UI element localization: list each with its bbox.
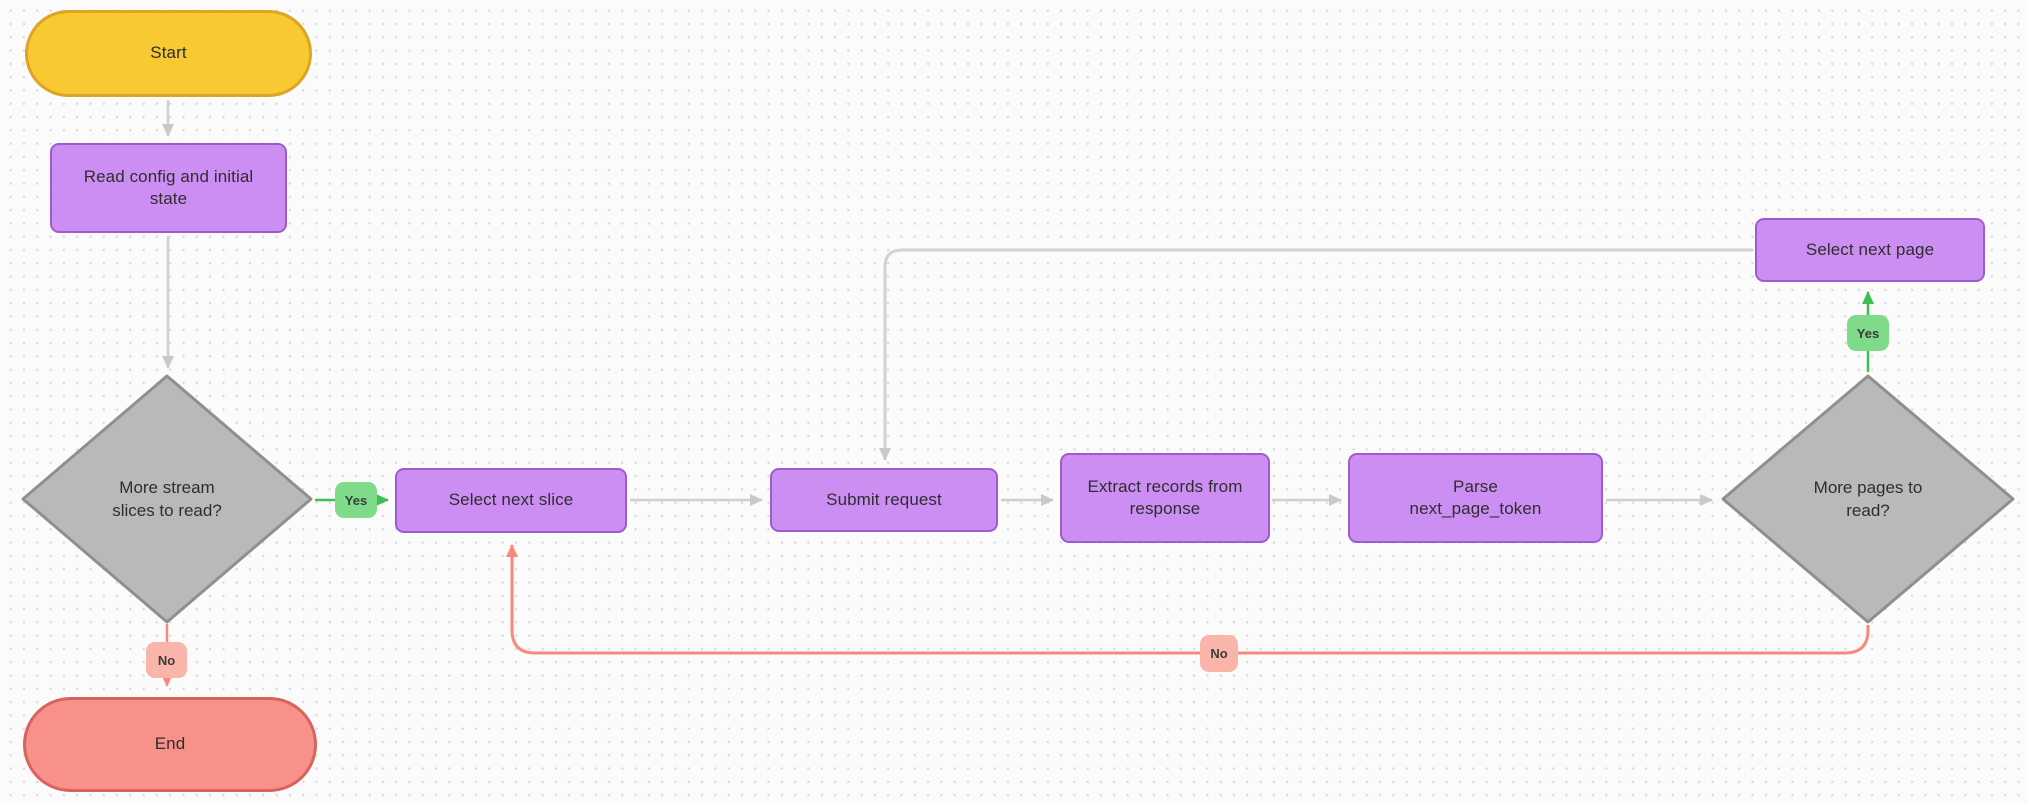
node-select-next-slice-label: Select next slice: [448, 490, 574, 510]
edge-label-no-more-slices: No: [146, 642, 187, 678]
node-read-config-label: Read config and initial state: [83, 166, 254, 208]
decision-more-pages-shape[interactable]: [1721, 374, 2015, 624]
decision-more-slices-shape[interactable]: [21, 374, 313, 624]
node-extract-records[interactable]: Extract records from response: [1060, 453, 1270, 543]
node-parse-next-page-token[interactable]: Parse next_page_token: [1348, 453, 1603, 543]
node-select-next-slice[interactable]: Select next slice: [395, 468, 627, 533]
edge-label-yes-more-pages: Yes: [1847, 315, 1889, 351]
node-submit-request-label: Submit request: [826, 489, 942, 509]
node-start-label: Start: [150, 43, 187, 63]
node-select-next-page-label: Select next page: [1805, 239, 1935, 259]
edge-label-no-more-pages: No: [1200, 635, 1238, 672]
node-submit-request[interactable]: Submit request: [770, 468, 998, 532]
edge-label-yes-more-slices: Yes: [335, 482, 377, 518]
node-end-label: End: [154, 734, 186, 754]
edge-more-pages-no-loop: [506, 544, 1870, 655]
edge-select-page-to-submit-loop: [879, 248, 1753, 461]
node-select-next-page[interactable]: Select next page: [1755, 218, 1985, 282]
node-parse-next-page-token-label: Parse next_page_token: [1409, 476, 1542, 518]
node-extract-records-label: Extract records from response: [1087, 476, 1243, 518]
node-start[interactable]: Start: [25, 10, 312, 97]
node-end[interactable]: End: [23, 697, 317, 792]
node-read-config[interactable]: Read config and initial state: [50, 143, 287, 233]
